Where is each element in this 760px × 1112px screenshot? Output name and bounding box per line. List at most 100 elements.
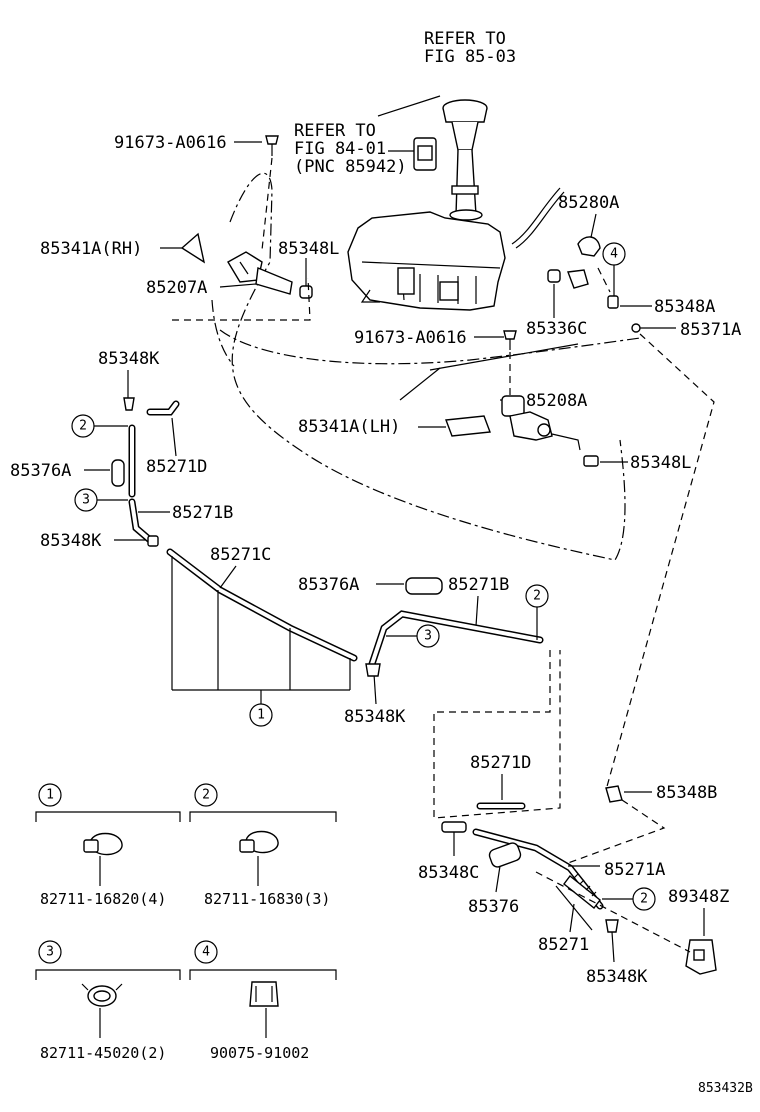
grommet-85336c-icon	[547, 269, 589, 289]
clamp-kit-3-icon	[81, 983, 123, 1007]
part-85271a: 85271A	[604, 860, 665, 880]
refer-fig-85-03-line2: FIG 85-03	[424, 47, 516, 67]
svg-text:4: 4	[202, 945, 210, 960]
svg-text:2: 2	[533, 589, 541, 604]
bumper-outline	[219, 329, 641, 365]
part-85371a: 85371A	[680, 320, 741, 340]
bracket-89348z-icon	[685, 939, 717, 975]
leader-85348k-4	[611, 931, 615, 963]
hose-85271a-icon	[472, 828, 604, 910]
kit-2-part-number: 82711-16830(3)	[204, 890, 330, 908]
part-85348k-2: 85348K	[40, 531, 102, 551]
part-85208a: 85208A	[526, 391, 587, 411]
part-89348z: 89348Z	[668, 887, 729, 907]
callout-3-mid: 3	[416, 624, 440, 648]
leader-85341a-lh-to-tank	[399, 367, 441, 401]
hose-85271b-right-icon	[368, 610, 544, 668]
part-85376a-1: 85376A	[10, 461, 71, 481]
part-85271d-2: 85271D	[470, 753, 531, 773]
leader-85376	[495, 865, 501, 893]
kit-3: 3 82711-45020(2)	[35, 940, 181, 1062]
dash-85348b-route	[559, 799, 666, 867]
part-91673-a0616-mid: 91673-A0616	[354, 328, 467, 348]
leader-85271c	[219, 565, 237, 589]
part-85348c: 85348C	[418, 863, 479, 883]
leader-85271-tube	[555, 885, 593, 931]
refer-fig-84-01-line2: FIG 84-01	[294, 139, 386, 159]
refer-fig-84-01-line1: REFER TO	[294, 121, 376, 141]
kit-1: 1 82711-16820(4)	[35, 783, 181, 908]
tank-body-outline	[229, 172, 626, 561]
check-valve-85376a-1-icon	[111, 459, 125, 487]
clip-85348k-2-icon	[147, 535, 159, 547]
sensor-85280a-icon	[577, 236, 601, 257]
callout-2-mid: 2	[525, 584, 549, 608]
part-85348l-mid: 85348L	[630, 453, 691, 473]
clip-85348b-icon	[605, 785, 623, 803]
joint-85371a-icon	[631, 323, 641, 333]
kit-4: 4 90075-91002	[189, 940, 337, 1062]
dash-route-right	[605, 333, 715, 791]
part-85348a: 85348A	[654, 297, 715, 317]
part-85348b: 85348B	[656, 783, 717, 803]
diagram-code: 853432B	[698, 1081, 753, 1096]
hose-85271d-top-icon	[146, 400, 180, 416]
callout-2-left: 2	[71, 414, 95, 438]
svg-text:4: 4	[610, 247, 618, 262]
svg-text:2: 2	[202, 788, 210, 803]
svg-text:2: 2	[640, 892, 648, 907]
dash-bolt-to-bracket	[261, 157, 273, 251]
part-85376: 85376	[468, 897, 519, 917]
part-85271d-1: 85271D	[146, 457, 207, 477]
part-85348l-top: 85348L	[278, 239, 339, 259]
svg-text:3: 3	[82, 493, 90, 508]
kit-3-part-number: 82711-45020(2)	[40, 1044, 166, 1062]
clip-85348l-top-icon	[299, 285, 313, 299]
part-85271b-1: 85271B	[172, 503, 233, 523]
part-85271: 85271	[538, 935, 589, 955]
part-85341a-lh: 85341A(LH)	[298, 417, 400, 437]
part-85271b-2: 85271B	[448, 575, 509, 595]
part-85280a: 85280A	[558, 193, 619, 213]
dash-89348z	[535, 871, 691, 953]
part-85348k-1: 85348K	[98, 349, 160, 369]
washer-motor-rear-icon	[501, 395, 581, 451]
leader-85271d-1	[171, 417, 177, 457]
clip-85348k-3-icon	[365, 663, 381, 677]
clip-85348l-mid-icon	[583, 455, 599, 467]
bolt-icon	[265, 135, 279, 156]
callout-1-mid: 1	[249, 703, 273, 727]
kit-1-part-number: 82711-16820(4)	[40, 890, 166, 908]
clamp-kit-4-icon	[249, 981, 279, 1007]
part-85348k-4: 85348K	[586, 967, 648, 987]
callout-2-bottom: 2	[632, 887, 656, 911]
part-85207a: 85207A	[146, 278, 207, 298]
refer-fig-85-03-line1: REFER TO	[424, 29, 506, 49]
clamp-kit-1-icon	[83, 832, 123, 856]
bracket-callout-1	[171, 556, 351, 704]
dash-route-mid	[433, 650, 561, 819]
leader-tank-arc	[429, 343, 579, 371]
bolt-mid-icon	[503, 330, 517, 350]
outline-motor-front	[211, 299, 235, 367]
callout-3-left: 3	[74, 488, 98, 512]
dash-route-top-right	[597, 267, 611, 293]
clamp-85348a-icon	[607, 295, 619, 309]
leader-85271b-2	[475, 595, 479, 627]
nozzle-lh-icon	[445, 415, 491, 437]
hose-85271c-icon	[166, 548, 358, 662]
part-85376a-2: 85376A	[298, 575, 359, 595]
part-85336c: 85336C	[526, 319, 587, 339]
hose-85271b-left-icon	[128, 498, 154, 544]
clip-85348k-1-icon	[123, 397, 135, 411]
svg-text:3: 3	[424, 629, 432, 644]
leader-85207a	[219, 283, 257, 288]
dash-motor-front	[172, 277, 311, 321]
washer-tank-icon	[347, 99, 565, 311]
check-valve-85376a-2-icon	[405, 577, 443, 595]
kit-2: 2 82711-16830(3)	[189, 783, 337, 908]
leader-refer-85-03	[377, 95, 441, 117]
part-91673-a0616-top: 91673-A0616	[114, 133, 227, 153]
nozzle-rh-icon	[180, 232, 206, 264]
svg-text:1: 1	[257, 708, 265, 723]
